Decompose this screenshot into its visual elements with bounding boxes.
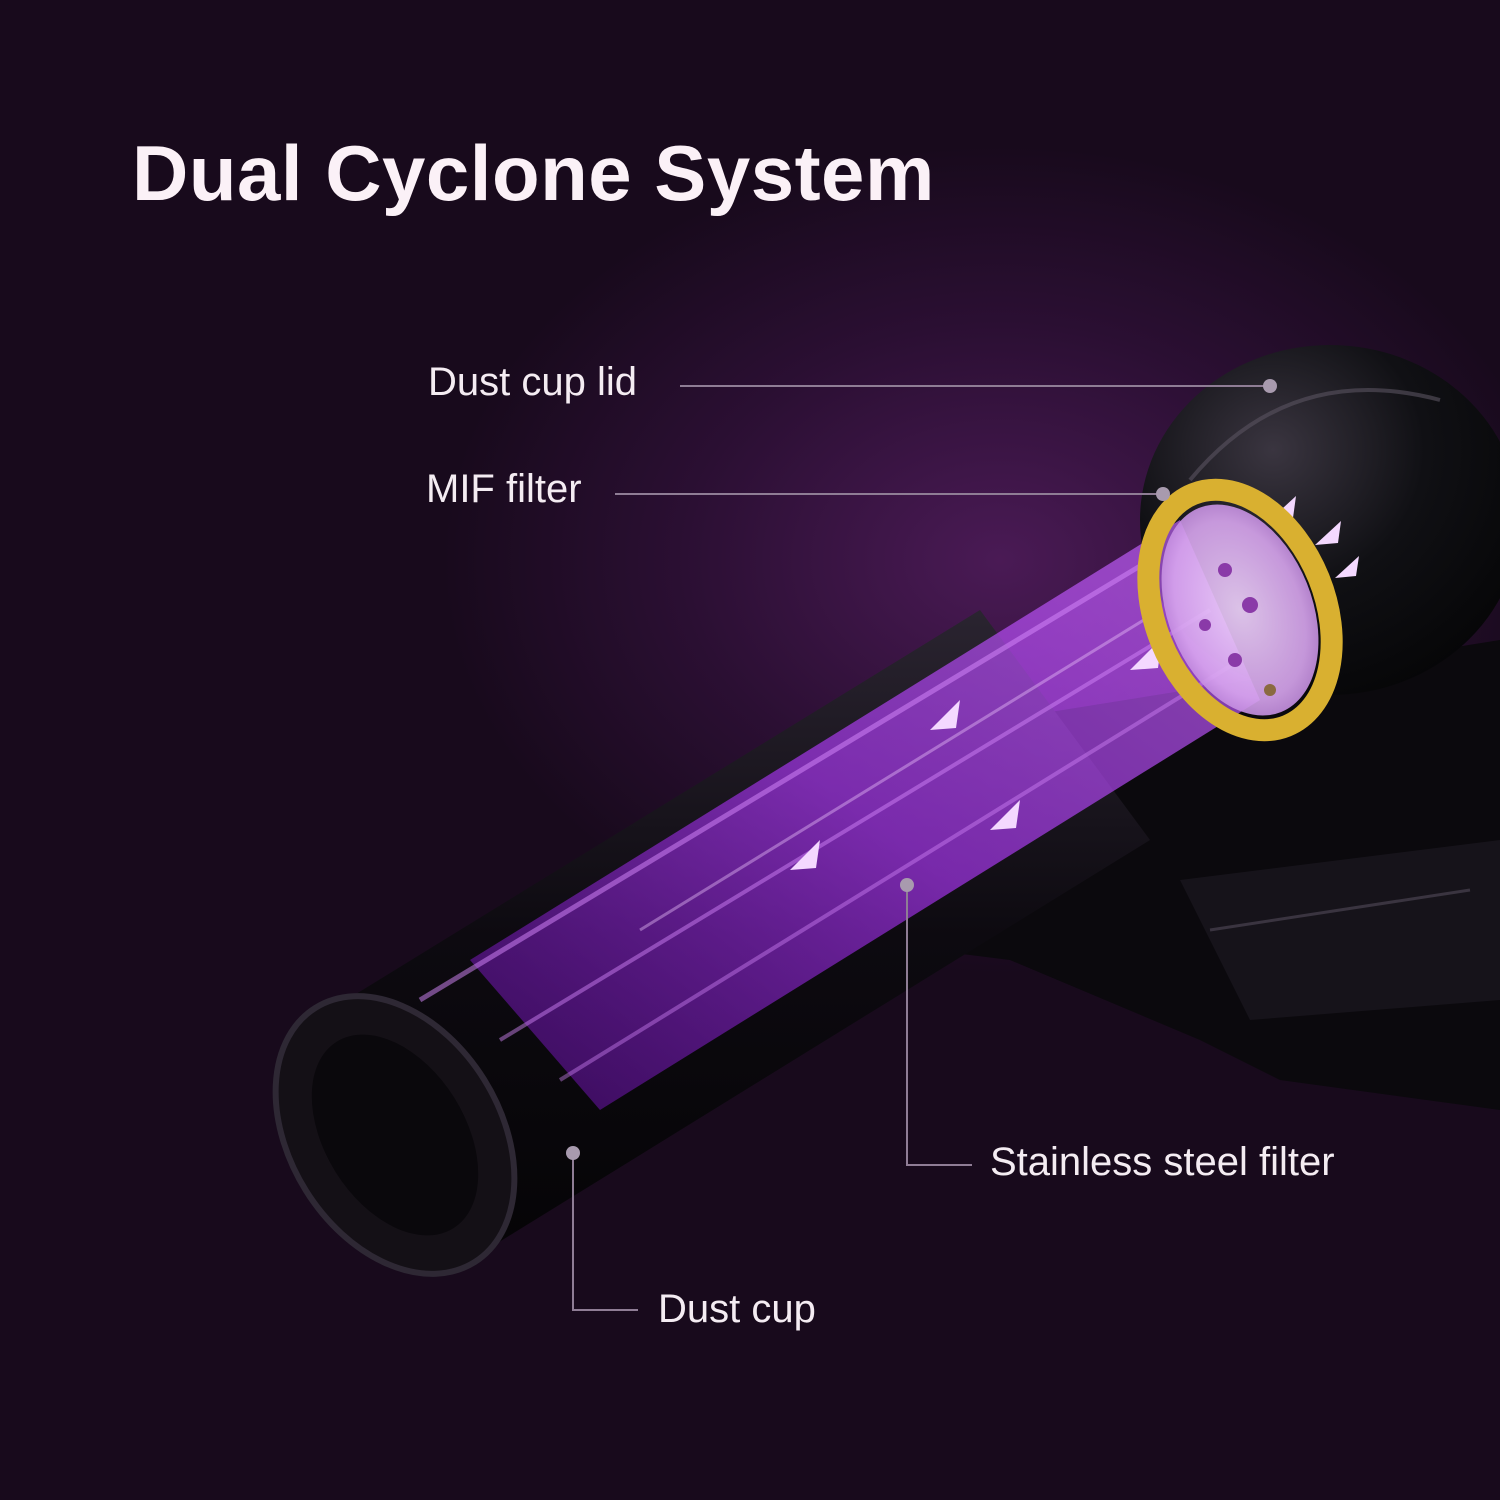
- callout-dust-cup-lid: Dust cup lid: [428, 360, 637, 404]
- mif-filter-part: [1137, 478, 1343, 742]
- leader-lines: [572, 385, 1270, 1311]
- callout-dot: [566, 1146, 580, 1160]
- arrow-icon: [990, 800, 1020, 830]
- airflow-glow: [418, 520, 1260, 1110]
- callout-dot: [1263, 379, 1277, 393]
- callout-mif-filter: MIF filter: [426, 467, 582, 511]
- callout-dot: [1156, 487, 1170, 501]
- arrow-icon: [1315, 521, 1341, 545]
- callout-dot: [900, 878, 914, 892]
- callout-dust-cup: Dust cup: [658, 1287, 816, 1331]
- leader-line-cup: [572, 1153, 638, 1311]
- arrow-icon: [790, 840, 820, 870]
- callout-stainless-steel-filter: Stainless steel filter: [990, 1140, 1335, 1184]
- leader-line-steel: [906, 885, 972, 1166]
- arrow-icon: [930, 700, 960, 730]
- arrow-icon: [1335, 556, 1359, 578]
- page-title: Dual Cyclone System: [132, 129, 935, 217]
